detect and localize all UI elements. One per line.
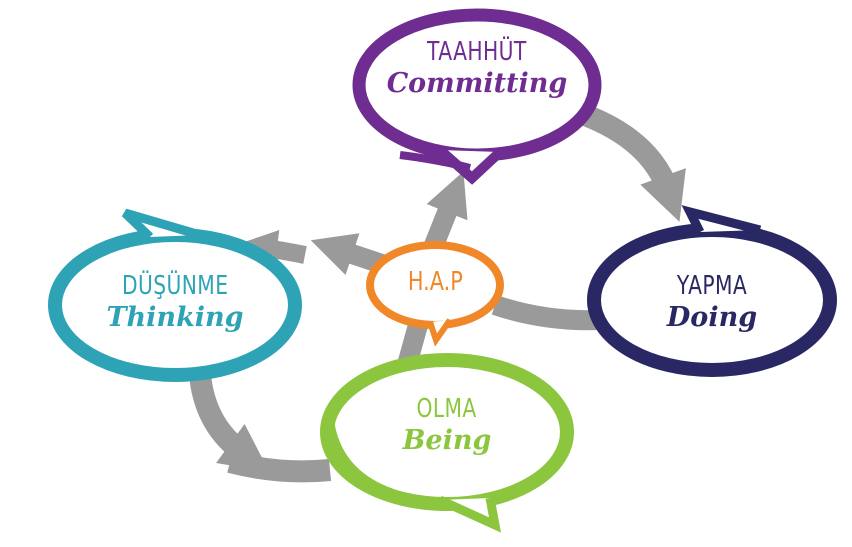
thinking-title: DÜŞÜNME	[121, 271, 229, 301]
thinking-bubble	[48, 208, 302, 382]
hap-bubble	[366, 241, 504, 347]
arrow-center-to-doing	[491, 295, 601, 331]
committing-title: TAAHHÜT	[427, 37, 527, 67]
doing-title: YAPMA	[676, 271, 748, 301]
arrow-being-base	[227, 451, 332, 483]
arrow-committing-to-doing	[580, 104, 686, 222]
doing-label: YAPMA Doing	[622, 271, 802, 333]
cycle-arrows	[189, 104, 686, 483]
being-label: OLMA Being	[352, 394, 542, 456]
hap-label: H.A.P	[375, 267, 495, 298]
arrow-thinking-arc	[237, 229, 307, 270]
committing-label: TAAHHÜT Committing	[377, 37, 577, 99]
committing-subtitle: Committing	[386, 67, 568, 99]
arrow-thinking-to-being	[189, 373, 270, 472]
doing-subtitle: Doing	[666, 301, 758, 333]
thinking-label: DÜŞÜNME Thinking	[80, 271, 270, 333]
doing-bubble	[587, 205, 837, 377]
thinking-subtitle: Thinking	[106, 301, 244, 333]
hap-center-label: H.A.P	[407, 267, 463, 297]
being-subtitle: Being	[402, 424, 492, 456]
being-title: OLMA	[416, 394, 478, 424]
being-bubble	[320, 353, 574, 533]
committing-bubble	[352, 8, 602, 185]
